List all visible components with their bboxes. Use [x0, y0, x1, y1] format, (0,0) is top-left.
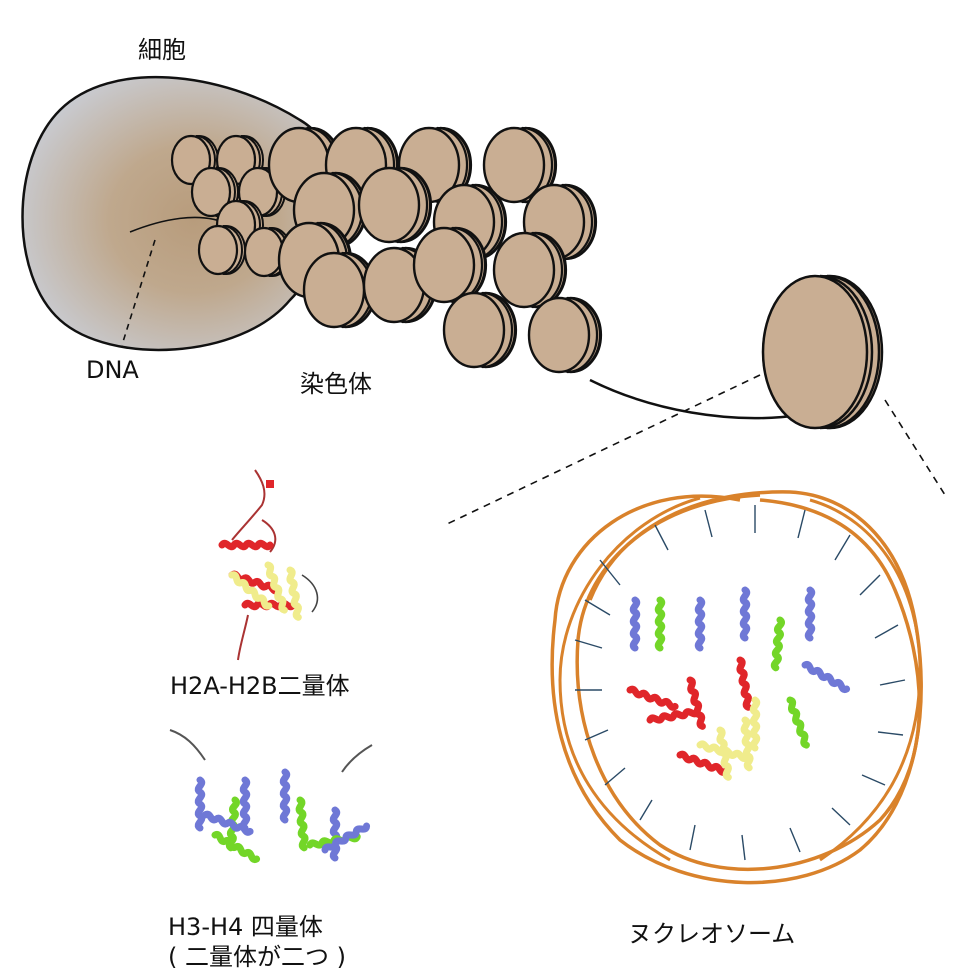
- h2a-h2b-dimer-label: H2A-H2B二量体: [170, 672, 350, 700]
- single-nucleosome: [589, 274, 884, 430]
- nucleosome-label: ヌクレオソーム: [628, 920, 796, 948]
- dna-pointer: [121, 239, 156, 346]
- dna-label: DNA: [86, 356, 139, 384]
- h3-h4-tetramer-label: H3-H4 四量体 ( 二量体が二つ ): [168, 912, 346, 972]
- h3-h4-tetramer-structure: [169, 729, 373, 861]
- cell: [21, 75, 336, 352]
- cell-label: 細胞: [138, 36, 186, 64]
- chromosome: [267, 126, 603, 374]
- chromosome-label: 染色体: [300, 370, 372, 398]
- tetramer-label-line1: H3-H4 四量体: [168, 913, 323, 941]
- tetramer-label-line2: ( 二量体が二つ ): [168, 943, 346, 971]
- h2a-h2b-dimer-structure: [222, 469, 319, 661]
- nucleosome-structure: [550, 490, 923, 885]
- zoom-lines: [444, 374, 946, 526]
